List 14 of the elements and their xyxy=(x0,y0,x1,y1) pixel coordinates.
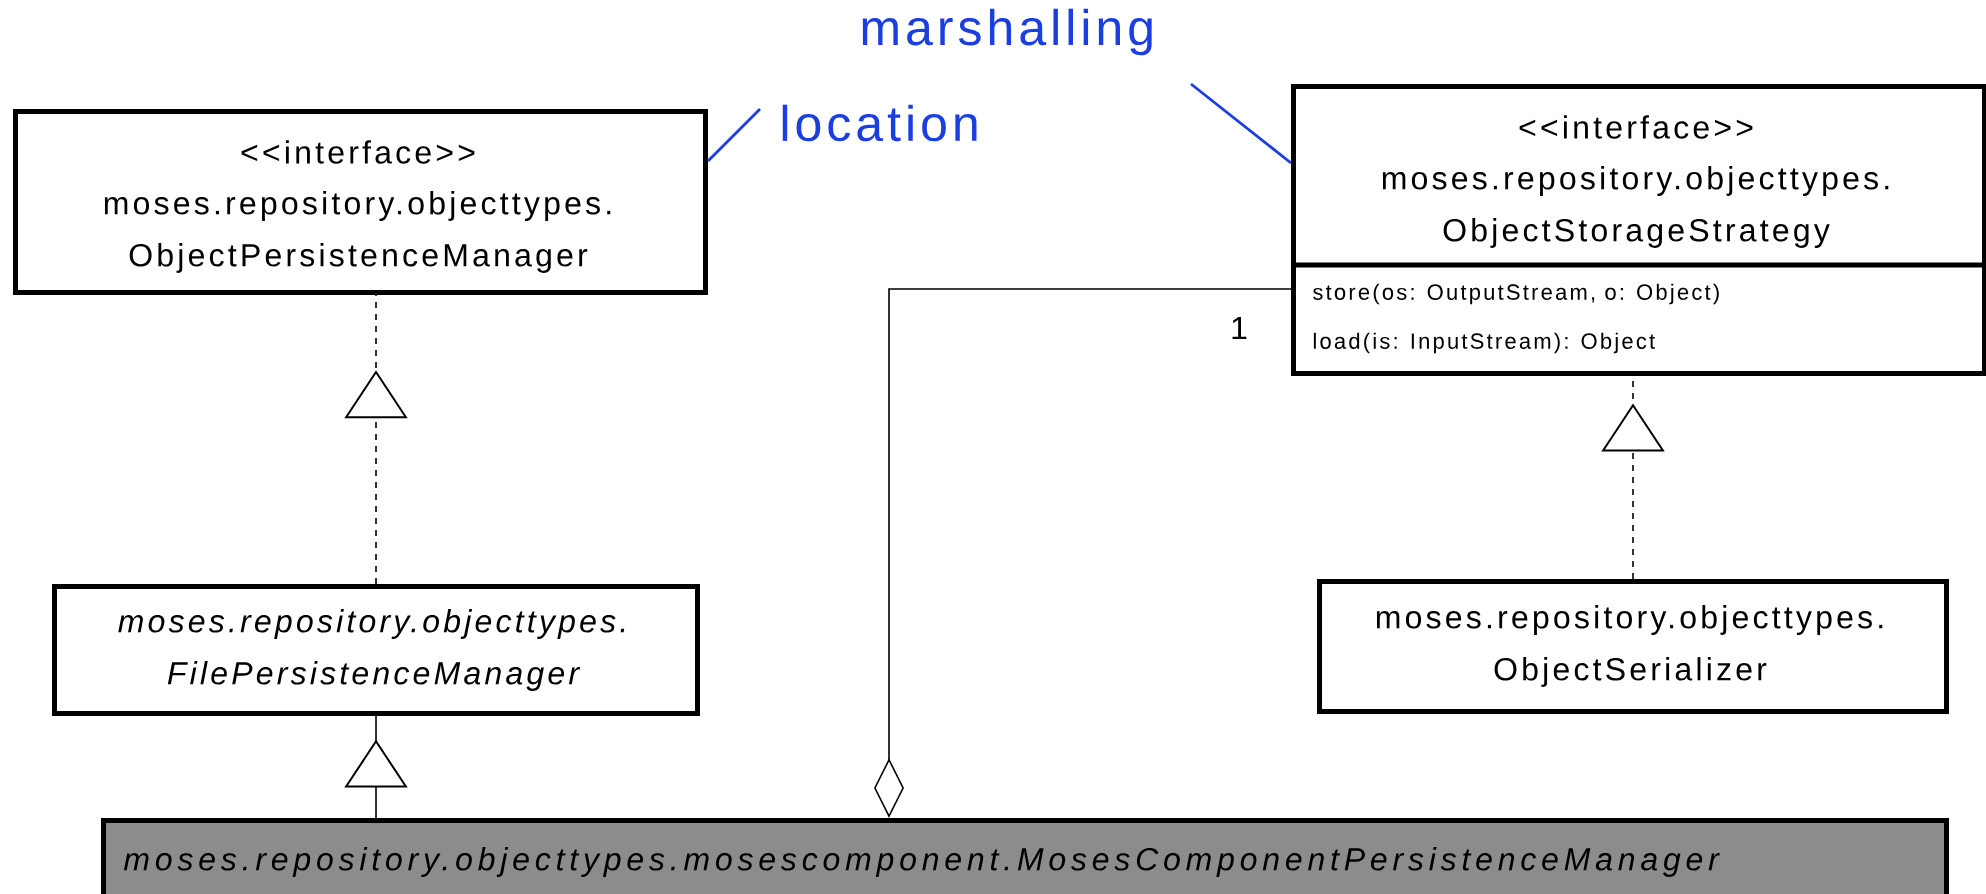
class-name: moses.repository.objecttypes. ObjectPersistenceManager xyxy=(104,191,611,273)
multiplicity-label: 1 xyxy=(1228,315,1250,341)
leader-line xyxy=(707,108,761,162)
method-label: load(is: InputStream): Object xyxy=(1313,332,1655,354)
method-label: store(os: OutputStream, o: Object) xyxy=(1313,283,1719,305)
leader-line xyxy=(1190,82,1292,165)
class-name: moses.repository.objecttypes. ObjectSerializer xyxy=(1376,605,1883,687)
class-name: moses.repository.objecttypes.mosescomponent.MosesComponentPersistenceManager xyxy=(123,847,1720,877)
annotation-label: marshalling xyxy=(862,8,1152,56)
stereotype-label: <<interface>> xyxy=(241,140,475,164)
class-name: moses.repository.objecttypes. ObjectStorageStrategy xyxy=(1382,166,1889,248)
annotation-label: location xyxy=(782,104,977,142)
stereotype-label: <<interface>> xyxy=(1519,115,1753,139)
class-name: moses.repository.objecttypes. FilePersistenceManager xyxy=(118,609,625,691)
